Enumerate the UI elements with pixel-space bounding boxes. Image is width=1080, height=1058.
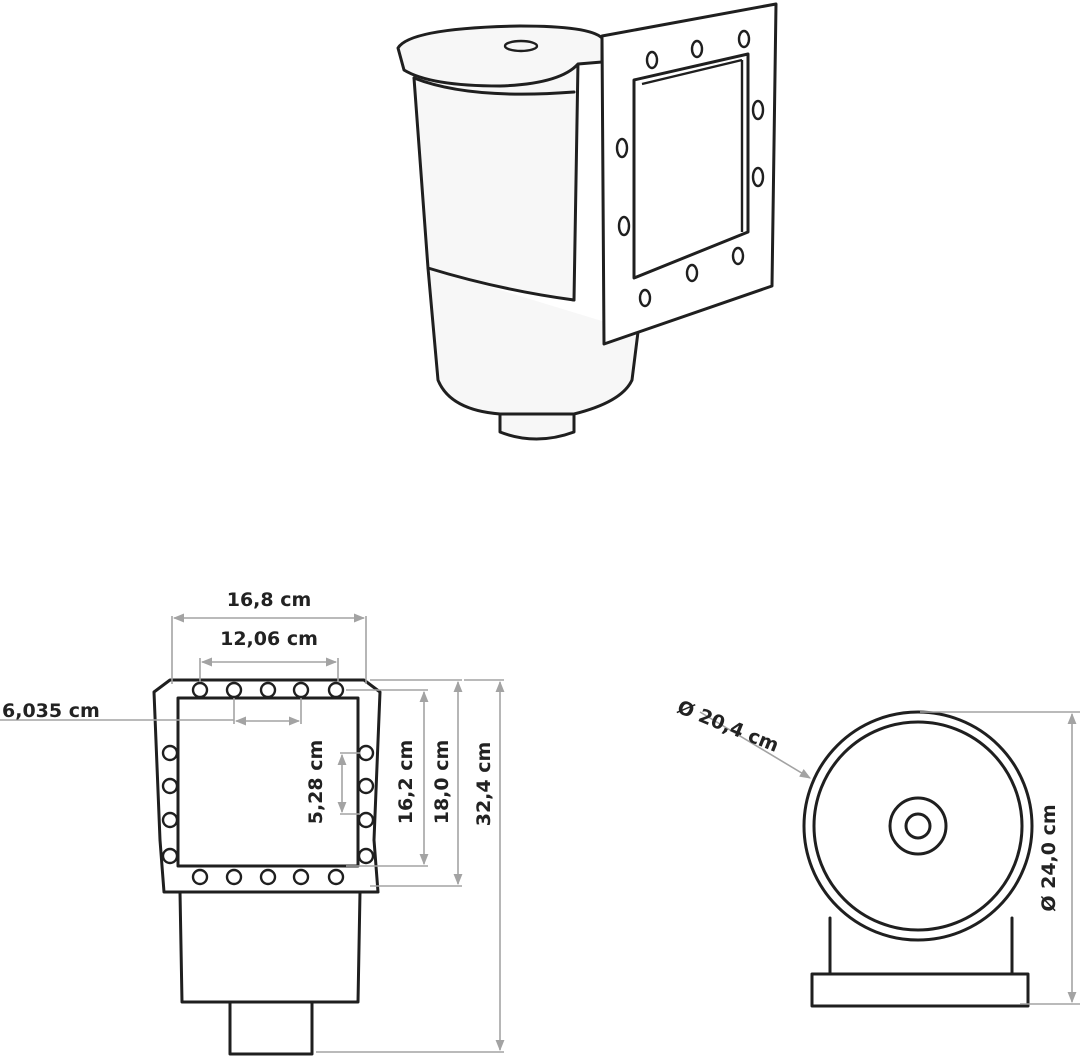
hole-icon bbox=[690, 39, 704, 59]
side-view: Ø 20,4 cm Ø 24,0 cm bbox=[674, 696, 1080, 1008]
dim-outer-diameter: Ø 24,0 cm bbox=[1038, 804, 1060, 911]
hole-icon bbox=[615, 137, 629, 159]
hole-icon bbox=[645, 50, 659, 70]
upper-body bbox=[412, 60, 580, 302]
front-flange bbox=[152, 678, 382, 894]
hole-icon bbox=[161, 744, 179, 762]
front-dimension-lines bbox=[0, 613, 505, 1053]
bottom-pipe bbox=[498, 410, 576, 441]
dim-inner-height: 16,2 cm bbox=[395, 740, 417, 825]
front-holes bbox=[161, 681, 375, 886]
hole-icon bbox=[225, 681, 243, 699]
hole-icon bbox=[737, 29, 751, 49]
hole-icon bbox=[161, 847, 179, 865]
inner-ring bbox=[812, 720, 1024, 932]
hole-icon bbox=[191, 681, 209, 699]
hole-icon bbox=[751, 166, 765, 188]
dim-hole-spacing: 6,035 cm bbox=[2, 700, 100, 722]
dim-inner-diameter: Ø 20,4 cm bbox=[674, 696, 782, 757]
side-support bbox=[828, 916, 1014, 976]
upper-rim bbox=[412, 76, 576, 96]
outer-ring bbox=[802, 710, 1034, 942]
hole-icon bbox=[357, 811, 375, 829]
hole-icon bbox=[357, 847, 375, 865]
hole-icon bbox=[617, 215, 631, 237]
lower-body bbox=[426, 266, 640, 416]
front-body bbox=[178, 890, 362, 1004]
hole-icon bbox=[292, 681, 310, 699]
flange-holes bbox=[615, 29, 765, 308]
hole-icon bbox=[327, 681, 345, 699]
front-view: 16,8 cm 12,06 cm 6,035 cm 5,28 cm 16,2 c… bbox=[0, 589, 505, 1056]
dim-outer-width: 16,8 cm bbox=[227, 589, 312, 611]
hole-icon bbox=[357, 777, 375, 795]
hole-icon bbox=[225, 868, 243, 886]
side-dimension-lines bbox=[699, 711, 1080, 1005]
hole-icon bbox=[259, 681, 277, 699]
dim-inner-hole-span: 12,06 cm bbox=[220, 628, 318, 650]
outlet-ring bbox=[888, 796, 948, 856]
opening-inner-edge bbox=[641, 58, 744, 232]
hole-icon bbox=[731, 246, 745, 266]
isometric-skimmer bbox=[396, 2, 778, 441]
hole-icon bbox=[161, 777, 179, 795]
side-base bbox=[810, 972, 1030, 1008]
hole-icon bbox=[259, 868, 277, 886]
dim-total-height: 32,4 cm bbox=[473, 742, 495, 827]
dim-vertical-hole-spacing: 5,28 cm bbox=[305, 740, 327, 825]
hole-icon bbox=[638, 288, 652, 308]
hole-icon bbox=[327, 868, 345, 886]
hole-icon bbox=[292, 868, 310, 886]
flange-opening bbox=[632, 52, 750, 280]
dim-flange-height: 18,0 cm bbox=[431, 740, 453, 825]
hole-icon bbox=[685, 263, 699, 283]
outlet-hole-icon bbox=[904, 812, 932, 840]
lid-hole-icon bbox=[503, 39, 539, 53]
hole-icon bbox=[191, 868, 209, 886]
front-pipe bbox=[228, 1000, 314, 1056]
hole-icon bbox=[751, 99, 765, 121]
hole-icon bbox=[161, 811, 179, 829]
